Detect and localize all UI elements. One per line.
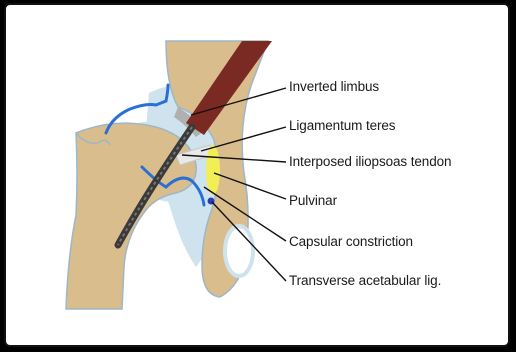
obturator-foramen: [225, 226, 253, 276]
hip-anatomy-illustration: [6, 5, 510, 347]
diagram-panel: Inverted limbus Ligamentum teres Interpo…: [4, 3, 510, 347]
label-capsular-constriction: Capsular constriction: [289, 234, 413, 250]
label-pulvinar: Pulvinar: [289, 193, 337, 209]
label-transverse-acetabular-lig: Transverse acetabular lig.: [289, 273, 441, 289]
pulvinar-fat: [206, 145, 220, 195]
label-interposed-iliopsoas-tendon: Interposed iliopsoas tendon: [289, 154, 451, 170]
label-ligamentum-teres: Ligamentum teres: [289, 118, 395, 134]
label-inverted-limbus: Inverted limbus: [289, 79, 379, 95]
